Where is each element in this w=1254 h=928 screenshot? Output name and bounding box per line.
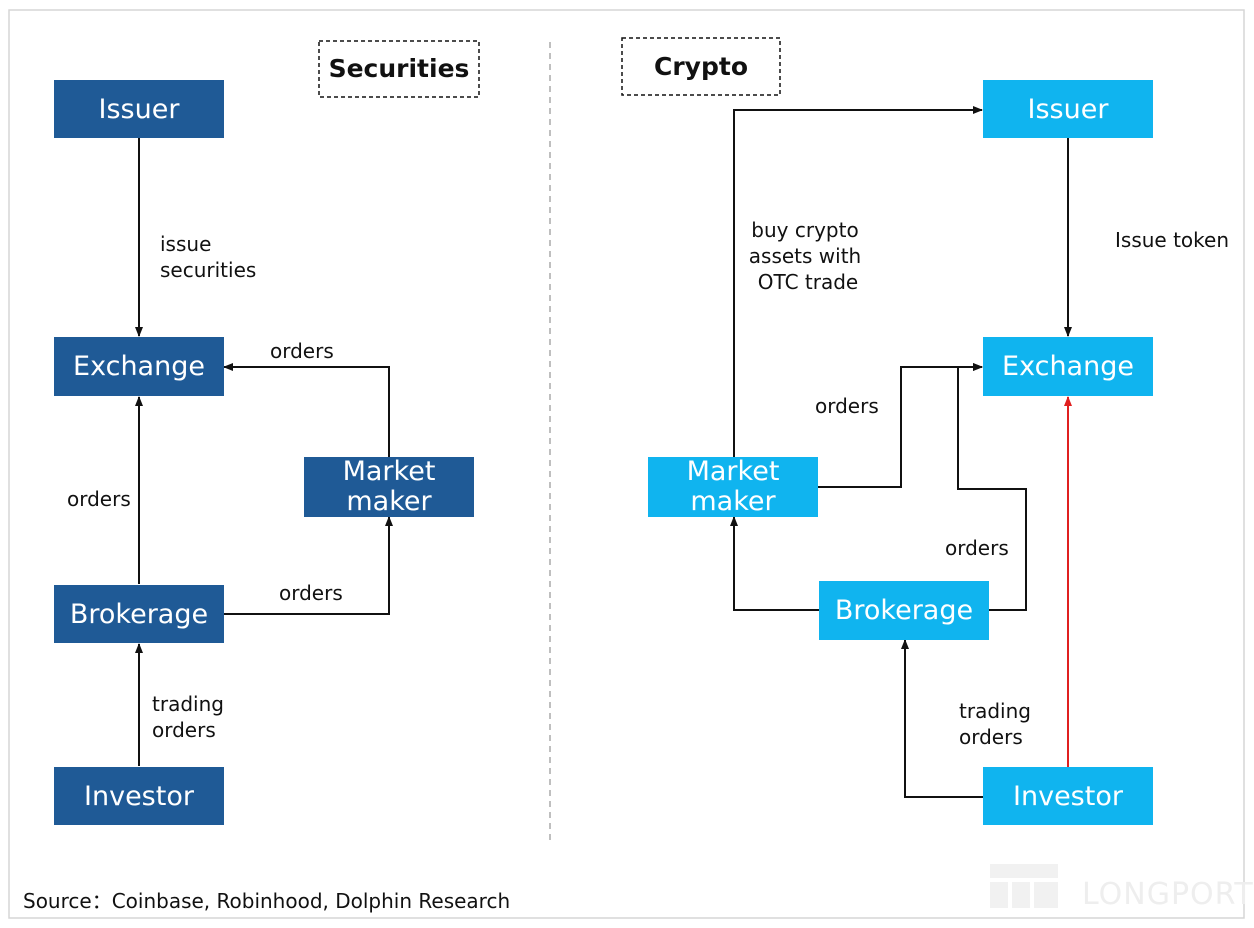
crypto-marketmaker-label-line1: Market bbox=[687, 456, 780, 487]
watermark-logo-icon bbox=[990, 864, 1058, 908]
edge-brokerage-to-marketmaker bbox=[224, 516, 393, 615]
securities-marketmaker-box bbox=[304, 457, 474, 517]
outer-frame bbox=[8, 9, 1245, 919]
edge-marketmaker-to-exchange bbox=[818, 363, 983, 488]
label-broker-to-mm-orders: orders bbox=[279, 581, 343, 605]
label-brokerage-orders: orders bbox=[945, 536, 1009, 560]
source-note: Source：Coinbase, Robinhood, Dolphin Rese… bbox=[23, 889, 510, 913]
crypto-title-frame bbox=[621, 37, 781, 96]
label-trading-orders-line1: trading bbox=[152, 692, 224, 716]
watermark-text: LONGPORT bbox=[1082, 877, 1254, 912]
label-issue-securities-line2: securities bbox=[160, 258, 256, 282]
crypto-panel: Crypto Issuer Exchange Market maker Brok… bbox=[621, 37, 1229, 825]
securities-marketmaker-label-line2: maker bbox=[346, 486, 432, 517]
crypto-issuer-box bbox=[983, 80, 1153, 138]
securities-investor-label: Investor bbox=[84, 781, 195, 812]
securities-title-frame bbox=[318, 40, 480, 98]
crypto-issuer-label: Issuer bbox=[1028, 94, 1110, 125]
label-trading-orders-line2: orders bbox=[152, 718, 216, 742]
crypto-exchange-box bbox=[983, 337, 1153, 396]
crypto-title: Crypto bbox=[654, 52, 748, 81]
edge-brokerage-to-exchange bbox=[957, 363, 1027, 611]
securities-investor-box bbox=[54, 767, 224, 825]
securities-marketmaker-label-line1: Market bbox=[343, 456, 436, 487]
label-marketmaker-orders: orders bbox=[815, 394, 879, 418]
securities-brokerage-box bbox=[54, 585, 224, 643]
crypto-exchange-label: Exchange bbox=[1002, 351, 1134, 382]
securities-exchange-label: Exchange bbox=[73, 351, 205, 382]
crypto-brokerage-box bbox=[819, 581, 989, 640]
crypto-brokerage-label: Brokerage bbox=[835, 595, 973, 626]
label-issue-token: Issue token bbox=[1115, 228, 1229, 252]
label-brokerage-orders: orders bbox=[67, 487, 131, 511]
label-otc-line2: assets with bbox=[749, 244, 861, 268]
label-otc-line1: buy crypto bbox=[751, 218, 858, 242]
crypto-investor-box bbox=[983, 767, 1153, 825]
edge-marketmaker-to-issuer-otc bbox=[733, 106, 983, 457]
securities-exchange-box bbox=[54, 337, 224, 396]
securities-title: Securities bbox=[329, 54, 470, 83]
securities-panel: Securities Issuer Exchange Market maker … bbox=[54, 40, 480, 825]
crypto-marketmaker-box bbox=[648, 457, 818, 517]
label-trading-orders-line1: trading bbox=[959, 699, 1031, 723]
crypto-investor-label: Investor bbox=[1013, 781, 1124, 812]
securities-issuer-label: Issuer bbox=[99, 94, 181, 125]
watermark: LONGPORT bbox=[990, 864, 1254, 912]
label-trading-orders-line2: orders bbox=[959, 725, 1023, 749]
label-otc-line3: OTC trade bbox=[758, 270, 858, 294]
edge-brokerage-to-marketmaker bbox=[730, 516, 819, 611]
edge-marketmaker-to-exchange bbox=[223, 363, 390, 457]
securities-issuer-box bbox=[54, 80, 224, 138]
edge-investor-to-brokerage bbox=[901, 639, 983, 798]
label-issue-securities-line1: issue bbox=[160, 232, 211, 256]
label-marketmaker-orders: orders bbox=[270, 339, 334, 363]
crypto-marketmaker-label-line2: maker bbox=[690, 486, 776, 517]
securities-brokerage-label: Brokerage bbox=[70, 599, 208, 630]
